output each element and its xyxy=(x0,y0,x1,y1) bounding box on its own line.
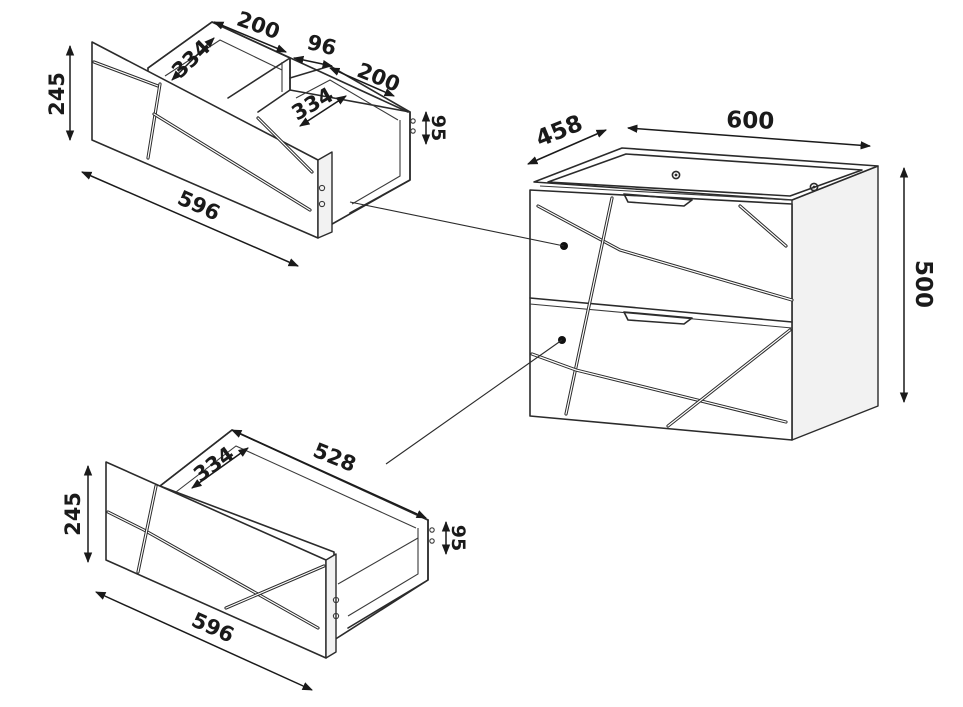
bottom-drawer-hole xyxy=(429,527,435,533)
cabinet-fixing-hole xyxy=(809,182,819,192)
top-drawer-hole xyxy=(410,128,416,134)
cabinet-dimensions xyxy=(527,124,909,404)
bottom-drawer-right-inner xyxy=(347,528,419,617)
top-height-label: 245 xyxy=(45,72,69,116)
top-drawer-right-side xyxy=(289,65,411,214)
cabinet-height-label: 500 xyxy=(910,260,936,308)
dim-arrow-width xyxy=(95,591,313,691)
dim-arrow-width-right xyxy=(329,67,395,97)
top-drawer-front-hole xyxy=(318,184,326,192)
bottom-drawer-inner-line xyxy=(337,537,419,585)
bottom-side-label: 95 xyxy=(447,525,469,551)
bottom-drawer-front-edge xyxy=(325,553,337,659)
bottom-drawer xyxy=(105,429,435,659)
top-gap-label: 96 xyxy=(305,30,339,60)
cabinet-fixing-hole-center xyxy=(674,173,678,177)
top-drawer-dimensions xyxy=(65,21,431,267)
dim-arrow-width-left xyxy=(213,21,287,53)
bottom-drawer-front-hole xyxy=(332,596,340,604)
cabinet-drawer-split xyxy=(529,297,793,323)
top-drawer-right-bottom xyxy=(351,120,401,205)
bottom-drawer-front-hole xyxy=(332,612,340,620)
bottom-height-label: 245 xyxy=(61,492,85,536)
dim-arrow-depth-right xyxy=(299,95,347,127)
dim-arrow-depth-left xyxy=(171,37,215,81)
dim-arrow-cabinet-depth xyxy=(527,129,607,165)
cabinet-depth-label: 458 xyxy=(532,110,586,152)
dim-arrow-cabinet-width xyxy=(626,124,872,150)
top-drawer-hole xyxy=(410,118,416,124)
dim-arrow-gap xyxy=(292,55,334,69)
bottom-drawer-dimensions xyxy=(83,429,451,691)
cabinet-grooves xyxy=(530,196,794,428)
cabinet-fixing-hole xyxy=(671,170,681,180)
cabinet xyxy=(529,147,879,441)
dim-arrow-inner-width xyxy=(231,429,427,519)
top-drawer-front-edge xyxy=(317,151,333,239)
bottom-drawer-right-side xyxy=(347,519,429,629)
top-drawer-front-hole xyxy=(318,200,326,208)
leader-top-drawer xyxy=(349,201,565,247)
cabinet-handle-bottom xyxy=(623,311,693,325)
cabinet-top-rim xyxy=(539,185,791,201)
top-side-label: 95 xyxy=(427,115,449,141)
bottom-drawer-hole xyxy=(429,538,435,544)
cabinet-handle-top xyxy=(623,193,693,207)
cabinet-width-label: 600 xyxy=(726,107,775,135)
cabinet-fixing-hole-center xyxy=(812,185,816,189)
dim-arrow-width xyxy=(81,171,299,267)
top-drawer-divider xyxy=(227,57,291,113)
cabinet-side xyxy=(791,165,879,441)
